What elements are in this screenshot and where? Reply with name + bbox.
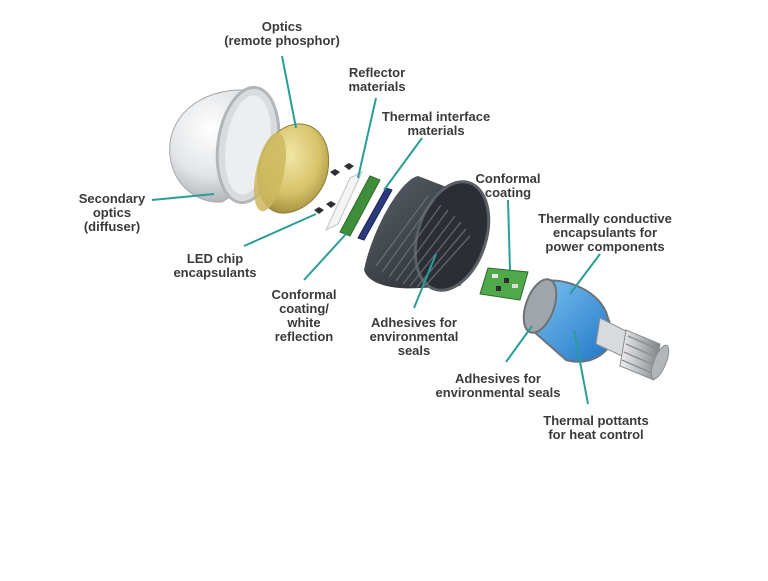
led-board <box>339 175 381 237</box>
label-optics: Optics(remote phosphor) <box>224 19 340 48</box>
led-chips <box>314 163 354 214</box>
driver-board <box>479 267 529 301</box>
thermal-interface-pad <box>357 187 393 241</box>
heat-sink <box>364 176 491 292</box>
remote-phosphor <box>253 123 330 214</box>
base-housing <box>522 278 629 363</box>
screw-base <box>619 329 670 381</box>
leader-lines <box>151 55 601 405</box>
